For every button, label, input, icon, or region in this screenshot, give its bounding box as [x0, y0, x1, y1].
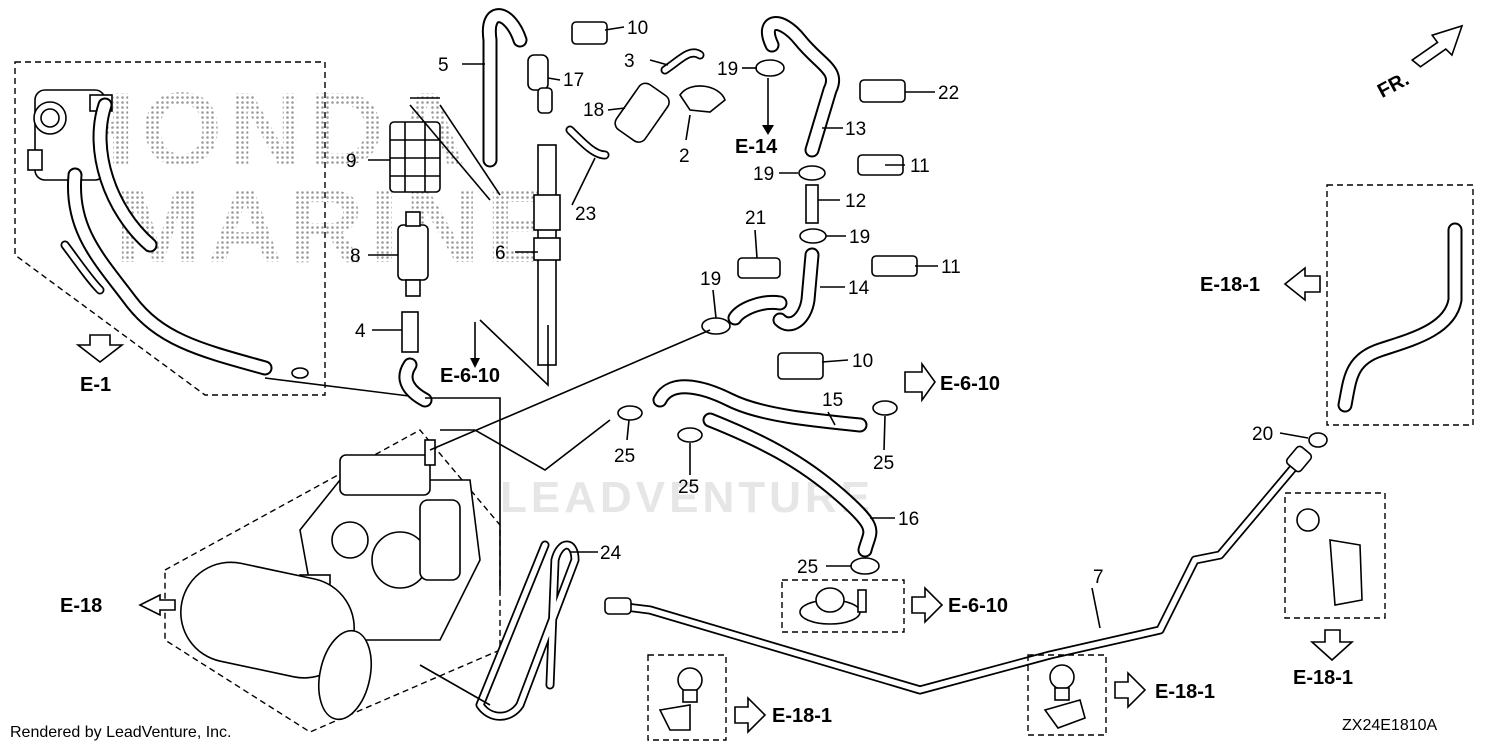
- joint-part-2: [679, 85, 726, 113]
- part-number-9: 9: [346, 151, 357, 172]
- hose-part-4: [401, 311, 419, 353]
- part-number-18: 18: [583, 100, 604, 121]
- part-number-21: 21: [745, 208, 766, 229]
- ref-e18-1-right-group[interactable]: E-18-1: [1200, 266, 1321, 302]
- watermark-marine: MARINE: [115, 169, 561, 285]
- e6-10-group-outline: [781, 579, 905, 633]
- ref-e18[interactable]: E-18: [60, 593, 176, 617]
- part-number-25-c: 25: [873, 453, 894, 474]
- clamp-part-25-d: [850, 557, 880, 575]
- ref-e6-10-left[interactable]: E-6-10: [440, 365, 500, 387]
- rendered-by-credit: Rendered by LeadVenture, Inc.: [10, 724, 232, 741]
- part-number-19-b: 19: [753, 164, 774, 185]
- part-number-13: 13: [845, 119, 866, 140]
- leadventure-watermark: LEADVENTURE: [500, 473, 874, 522]
- ref-e1[interactable]: E-1: [75, 334, 125, 396]
- ref-e18-1-far-right[interactable]: E-18-1: [1293, 629, 1355, 689]
- part-number-10-top: 10: [627, 18, 648, 39]
- clip-group-left-outline: [647, 654, 727, 741]
- fuel-filter-part-8: [397, 211, 429, 297]
- vent-valve-part: [799, 587, 867, 625]
- part-number-14: 14: [848, 278, 870, 299]
- part-number-22: 22: [938, 83, 959, 104]
- part-number-16: 16: [898, 509, 919, 530]
- part-number-25-d: 25: [797, 557, 818, 578]
- connector-part-12: [805, 184, 819, 224]
- part-number-10-mid: 10: [852, 351, 873, 372]
- svg-text:E-18-1: E-18-1: [1200, 274, 1260, 296]
- front-direction-indicator: FR.: [1374, 24, 1464, 103]
- clip-bracket-far-right: [1296, 508, 1363, 606]
- clamp-part-25-b: [677, 427, 703, 443]
- check-valve-part-18: [614, 82, 670, 143]
- ref-e18-1-left[interactable]: E-18-1: [734, 696, 832, 734]
- clamp-part-19-mid: [798, 165, 826, 181]
- part-number-3: 3: [624, 51, 635, 72]
- part-number-17: 17: [563, 70, 584, 91]
- clip-group-right-outline: [1027, 654, 1107, 736]
- svg-text:E-6-10: E-6-10: [948, 595, 1008, 617]
- part-number-4: 4: [355, 321, 366, 342]
- clip-part-20: [1308, 432, 1328, 448]
- strainer-part-9: [389, 121, 441, 193]
- e1-group-outline: [14, 61, 326, 396]
- clamp-part-25-c: [872, 400, 898, 416]
- fitting-part-17: [527, 54, 553, 114]
- clamp-part-19-top: [755, 59, 785, 77]
- leader-lines: [368, 26, 1309, 629]
- part-number-11-b: 11: [941, 257, 961, 278]
- part-number-5: 5: [438, 55, 449, 76]
- clip-bracket-left: [658, 667, 703, 731]
- part-number-23: 23: [575, 204, 596, 225]
- svg-text:E-14: E-14: [735, 136, 778, 158]
- ref-e14[interactable]: E-14: [735, 136, 778, 158]
- svg-text:E-18: E-18: [60, 595, 102, 617]
- part-number-19-a: 19: [717, 59, 738, 80]
- clamp-part-19-low: [799, 228, 827, 244]
- clip-part-21: [737, 257, 781, 279]
- clip-bracket-right: [1043, 664, 1086, 729]
- svg-text:E-18-1: E-18-1: [772, 705, 832, 727]
- part-number-15: 15: [822, 390, 843, 411]
- part-number-8: 8: [350, 246, 361, 267]
- part-number-labels: 2 3 4 5 6 7 8 9 10 10 11 11 12 13 14 15 …: [346, 18, 1273, 588]
- part-number-20: 20: [1252, 424, 1273, 445]
- part-number-6: 6: [495, 243, 506, 264]
- ref-e6-10-right[interactable]: E-6-10: [904, 361, 1000, 403]
- clamp-part-25-a: [617, 405, 643, 421]
- svg-text:E-18-1: E-18-1: [1293, 667, 1353, 689]
- clip-part-11-b: [871, 255, 918, 277]
- part-number-7: 7: [1093, 567, 1104, 588]
- part-number-24: 24: [600, 543, 622, 564]
- clip-part-10-top: [571, 21, 608, 45]
- e18-1-hose-group-outline: [1326, 184, 1474, 426]
- svg-text:E-1: E-1: [80, 374, 111, 396]
- part-number-25-b: 25: [678, 477, 699, 498]
- part-number-2: 2: [679, 146, 690, 167]
- clip-group-far-right-outline: [1284, 492, 1386, 619]
- part-number-12: 12: [845, 191, 866, 212]
- clip-part-22: [859, 79, 906, 103]
- part-number-19-c: 19: [849, 227, 870, 248]
- front-label: FR.: [1374, 68, 1413, 103]
- part-number-25-a: 25: [614, 446, 635, 467]
- clip-part-10-mid: [777, 352, 824, 380]
- fuel-pump-canister: [180, 561, 372, 721]
- fuel-line-fitting-right: [1285, 445, 1313, 473]
- ref-e6-10-bottom[interactable]: E-6-10: [911, 586, 1008, 624]
- svg-text:E-6-10: E-6-10: [440, 365, 500, 387]
- part-number-11-a: 11: [910, 156, 930, 177]
- svg-text:E-6-10: E-6-10: [940, 373, 1000, 395]
- svg-text:E-18-1: E-18-1: [1155, 681, 1215, 703]
- ref-e18-1-mid[interactable]: E-18-1: [1114, 671, 1215, 709]
- part-number-19-d: 19: [700, 269, 721, 290]
- fuel-line-fitting-left: [604, 597, 632, 615]
- tube-part-6: [533, 144, 561, 366]
- diagram-code: ZX24E1810A: [1342, 717, 1438, 734]
